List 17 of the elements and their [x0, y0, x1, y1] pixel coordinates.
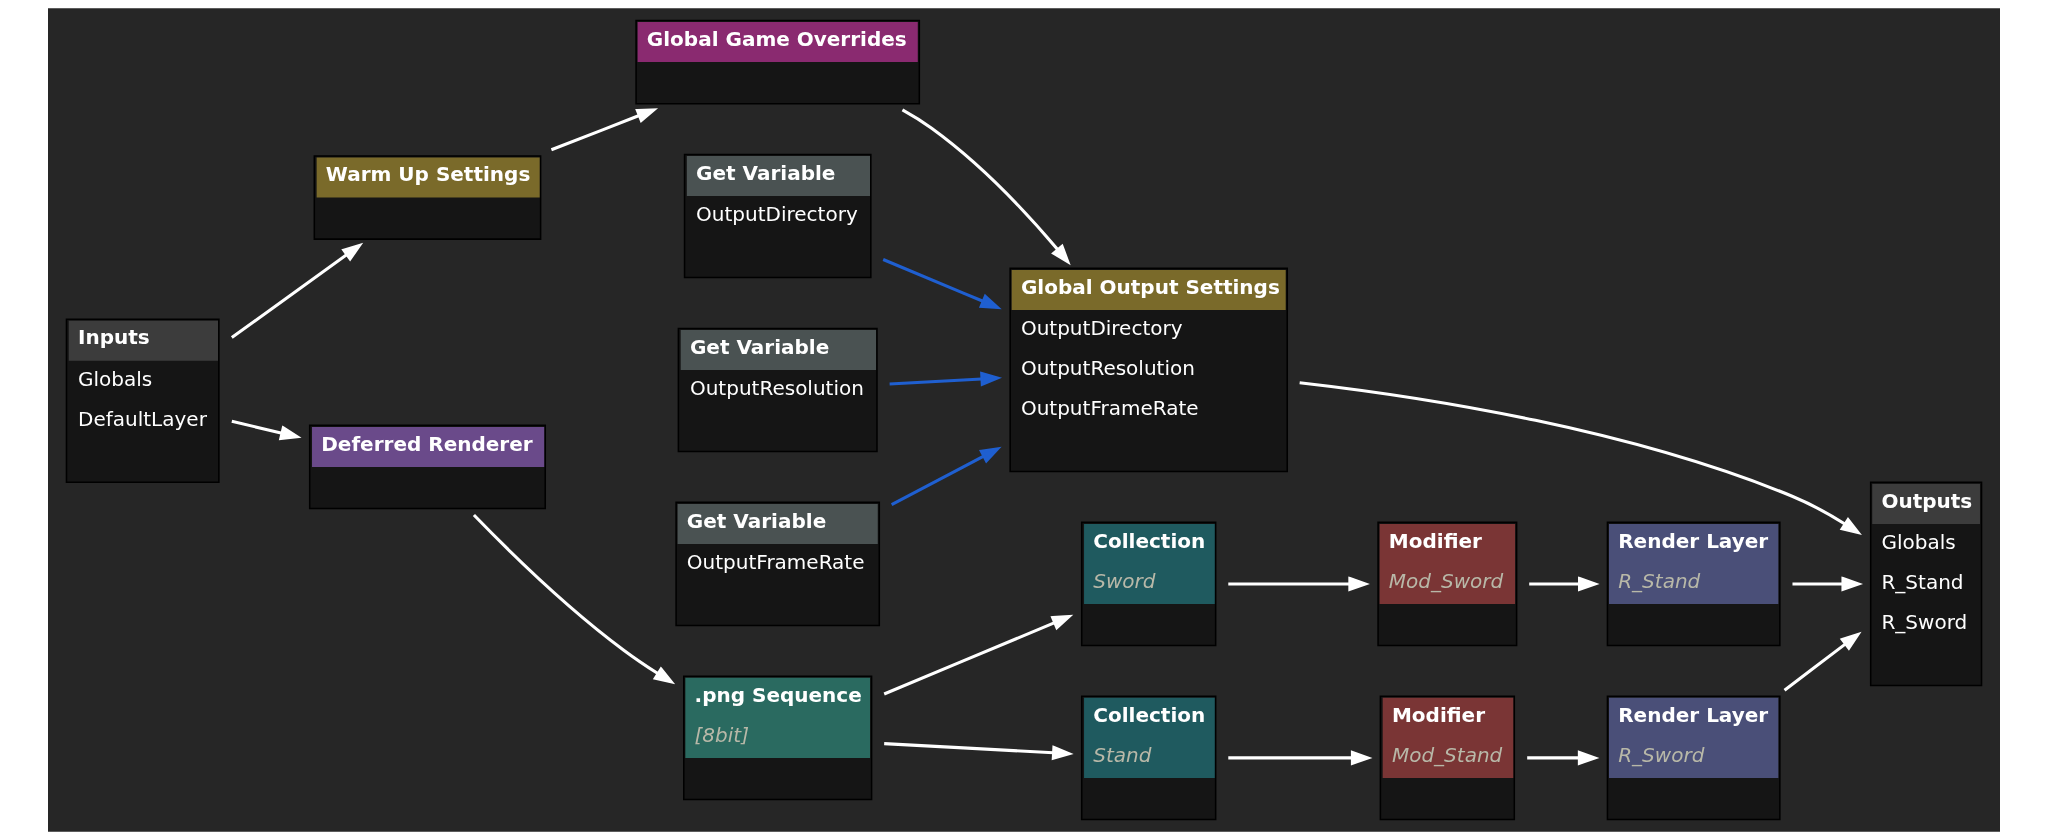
- arrow: [472, 513, 675, 685]
- arrow: [1791, 576, 1863, 592]
- arrow: [883, 614, 1073, 696]
- arrow: [882, 258, 1002, 310]
- arrow: [230, 242, 363, 339]
- arrow: [890, 446, 1002, 507]
- arrow: [1227, 750, 1372, 766]
- arrow: [901, 108, 1071, 266]
- arrow: [1528, 576, 1600, 592]
- arrow: [1227, 576, 1370, 592]
- arrow: [1783, 631, 1862, 692]
- arrow: [1526, 750, 1599, 766]
- arrow: [230, 419, 302, 441]
- arrow: [1298, 381, 1862, 536]
- arrow: [550, 108, 658, 152]
- arrow: [889, 371, 1002, 387]
- arrow: [883, 742, 1074, 761]
